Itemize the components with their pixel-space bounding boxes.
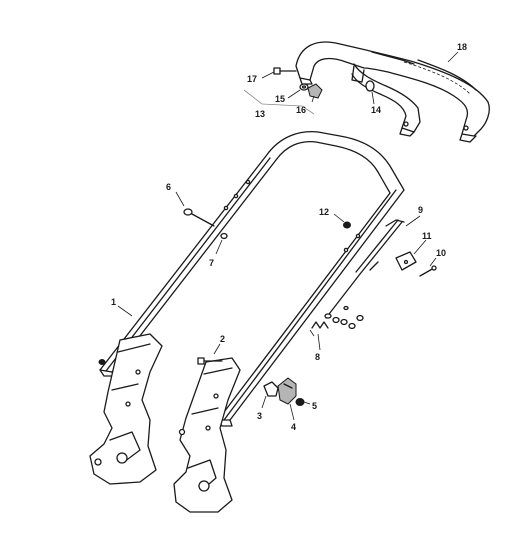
callout-8: 8	[315, 352, 320, 362]
washer	[299, 83, 309, 91]
bracket-bolt	[197, 357, 223, 365]
callout-11: 11	[422, 231, 432, 241]
callout-3: 3	[257, 411, 262, 421]
spacer	[263, 381, 279, 397]
clip-ring	[365, 80, 375, 92]
control-cable	[324, 219, 405, 330]
callout-13: 13	[255, 109, 265, 119]
right-lower-bracket	[173, 357, 241, 513]
callout-16: 16	[296, 105, 306, 115]
cable-plate	[395, 251, 417, 271]
callout-labels: 1 2 3 4 5 6 7 8 9 10 11 12 13 14 15 16 1…	[111, 42, 467, 432]
callout-2: 2	[220, 334, 225, 344]
upper-handle-bolt	[273, 67, 297, 75]
callout-18: 18	[457, 42, 467, 52]
group-13-bracket	[243, 89, 315, 115]
callout-4: 4	[291, 422, 296, 432]
eye-bolt	[183, 208, 215, 227]
leader-lines	[117, 51, 459, 421]
eye-bolt-washer	[220, 232, 228, 240]
callout-14: 14	[371, 105, 381, 115]
plate-screw	[419, 265, 437, 277]
callout-6: 6	[166, 182, 171, 192]
cam-knob	[277, 377, 297, 405]
callout-10: 10	[436, 248, 446, 258]
cap-nut	[343, 221, 351, 229]
callout-17: 17	[247, 74, 257, 84]
handle-knob	[307, 83, 323, 99]
callout-12: 12	[319, 207, 329, 217]
return-spring	[309, 321, 329, 337]
left-lower-bracket	[89, 333, 163, 485]
callout-1: 1	[111, 297, 116, 307]
upper-handle-bar	[295, 41, 490, 143]
bracket-nut	[98, 359, 106, 365]
hex-nut	[295, 398, 305, 406]
callout-9: 9	[418, 205, 423, 215]
callout-5: 5	[312, 401, 317, 411]
callout-15: 15	[275, 94, 285, 104]
callout-7: 7	[209, 258, 214, 268]
